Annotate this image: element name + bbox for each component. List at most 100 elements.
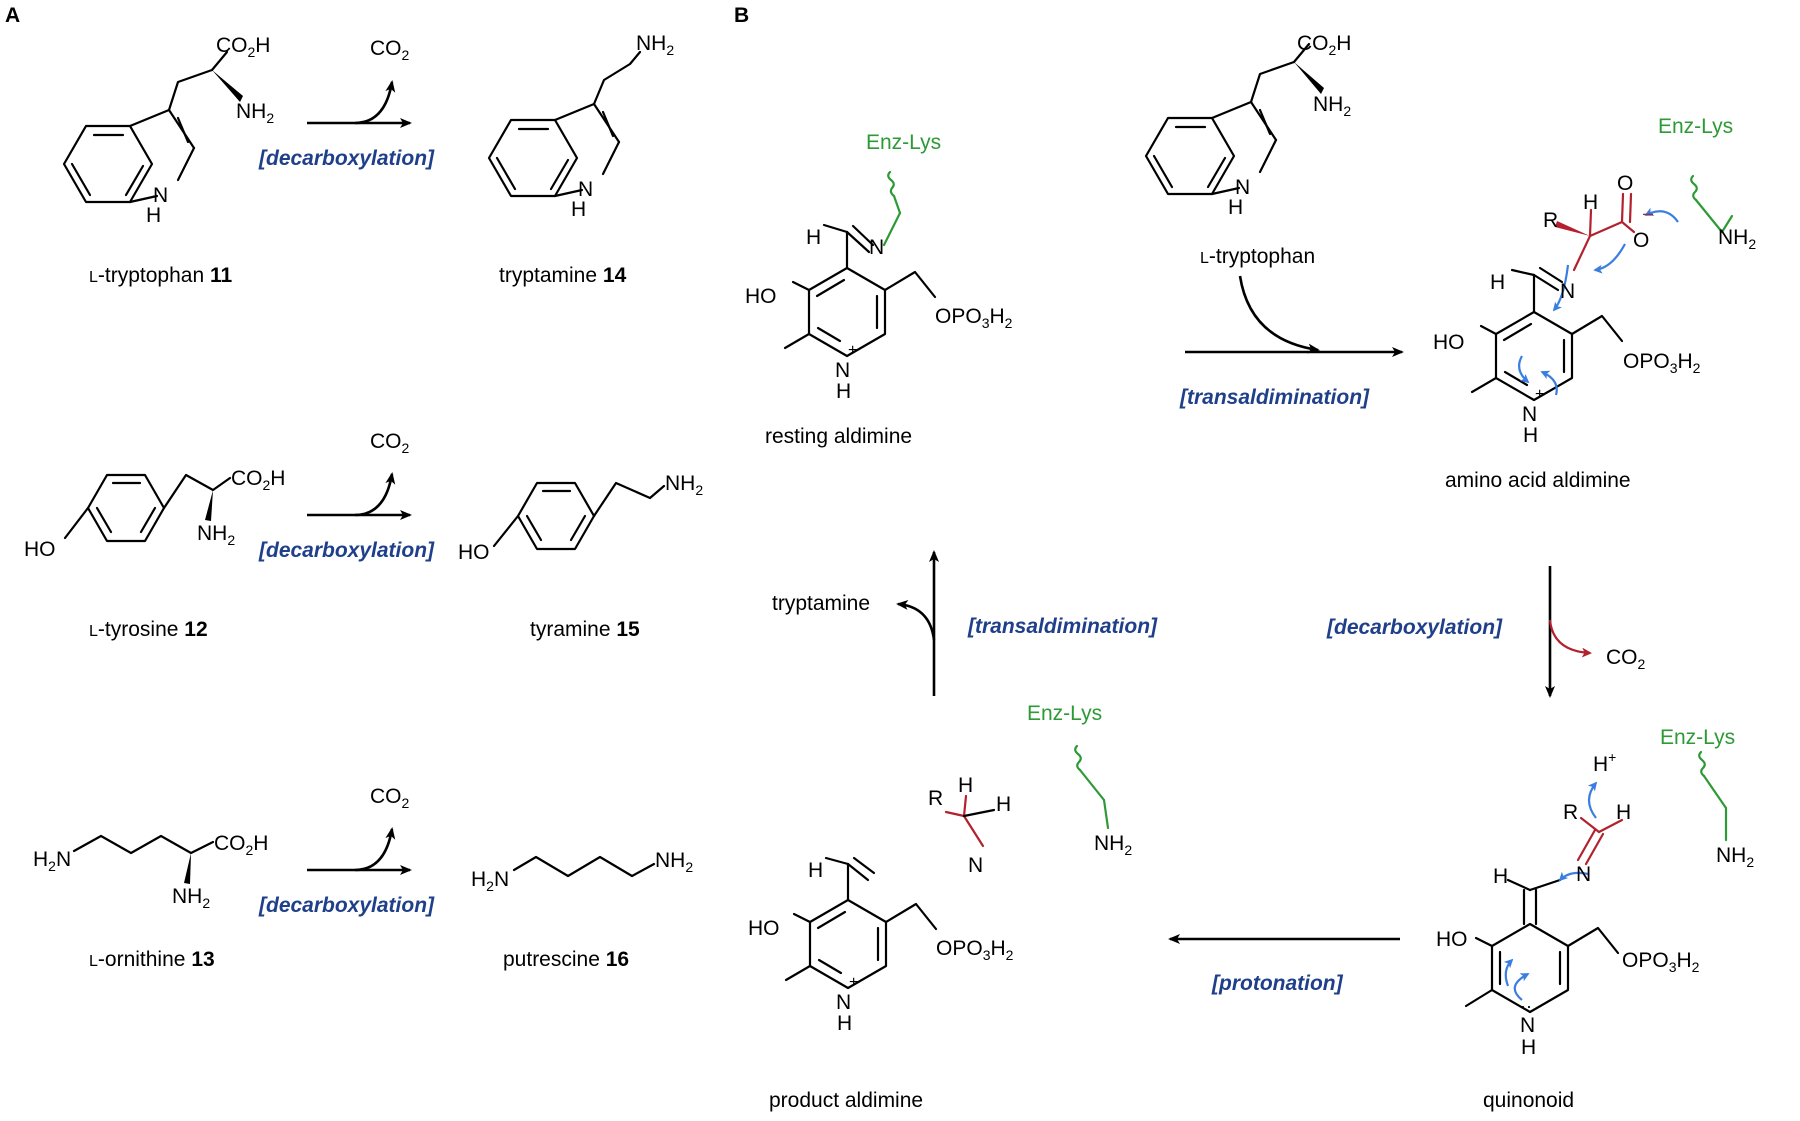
tryptophan-structure: N H CO2H NH2 [62,34,274,227]
svg-text:N: N [1235,176,1250,199]
svg-text:N: N [153,184,168,207]
svg-text:··: ·· [1520,996,1532,1016]
svg-text:H2N: H2N [33,848,71,874]
enzyme-label-product: Enz-Lys [1027,702,1102,725]
svg-text:H: H [1523,424,1538,447]
reaction-label-2: [decarboxylation] [258,539,435,562]
svg-text:H: H [1521,1036,1536,1059]
svg-text:NH2: NH2 [1716,844,1754,870]
tryptophan-entry-arrow [1238,275,1320,354]
svg-text:+: + [1535,386,1544,403]
svg-text:N: N [578,178,593,201]
co2-loss-arrow [1548,619,1592,658]
co2-label-1: CO2 [370,37,410,63]
step-protonation: [protonation] [1211,972,1344,995]
svg-text:N: N [836,991,851,1014]
svg-text:NH2: NH2 [1313,93,1351,119]
step-decarboxylation: [decarboxylation] [1326,616,1503,639]
svg-text:OPO3H2: OPO3H2 [936,937,1014,963]
panel-b-label: B [734,4,749,27]
co2-release-arrow-1 [354,80,396,125]
resting-aldimine-structure: H N HO OPO3H2 N H + Enz-Lys [745,131,1013,403]
step-transaldimination-top: [transaldimination] [1179,386,1370,409]
co2-label-2: CO2 [370,430,410,456]
product-aldimine-structure: H N R H H HO OPO3H2 N H + NH2 Enz-Lys [748,702,1132,1035]
h-plus-label: H+ [1593,749,1616,776]
reaction-label-3: [decarboxylation] [258,894,435,917]
svg-text:H2N: H2N [471,868,509,894]
svg-text:N: N [1520,1014,1535,1037]
svg-text:CO2H: CO2H [214,832,268,858]
svg-text:HO: HO [1433,331,1465,354]
enzyme-label-quinonoid: Enz-Lys [1660,726,1735,749]
svg-text:H: H [571,198,586,221]
svg-text:H: H [958,774,973,797]
svg-text:NH2: NH2 [655,849,693,875]
svg-text:N: N [1560,280,1575,303]
svg-text:R: R [1543,209,1558,232]
svg-text:H: H [808,859,823,882]
svg-text:R: R [928,787,943,810]
svg-text:O: O [1617,172,1633,195]
svg-text:N: N [968,854,983,877]
svg-text:HO: HO [1436,928,1468,951]
co2-release-arrow-2 [354,472,396,517]
reaction-label-1: [decarboxylation] [258,147,435,170]
tryptamine-release-arrow [896,599,936,641]
svg-text:H: H [837,1012,852,1035]
svg-text:N: N [835,359,850,382]
svg-text:CO2H: CO2H [231,467,285,493]
amino-acid-aldimine-structure: H N R H O O – HO OPO3H2 N H + NH2 Enz-Ly… [1433,115,1756,447]
enzyme-label-resting: Enz-Lys [866,131,941,154]
tyramine-structure: HO NH2 [458,472,703,564]
product-label-15: tyramine 15 [530,618,640,641]
svg-text:NH2: NH2 [172,885,210,911]
svg-text:HO: HO [458,541,490,564]
quinonoid-label: quinonoid [1483,1089,1574,1112]
svg-text:HO: HO [24,538,56,561]
substrate-label-12: L-tyrosine 12 [89,618,208,641]
co2-released-label: CO2 [1606,646,1646,672]
svg-text:H: H [1228,196,1243,219]
product-label-16: putrescine 16 [503,948,629,971]
svg-text:NH2: NH2 [665,472,703,498]
svg-text:H: H [1490,271,1505,294]
svg-text:CO2H: CO2H [1297,32,1351,58]
product-aldimine-label: product aldimine [769,1089,923,1112]
tyrosine-structure: HO CO2H NH2 [24,467,285,561]
svg-text:–: – [1643,203,1653,223]
svg-text:NH2: NH2 [1094,832,1132,858]
svg-text:+: + [848,342,857,359]
svg-text:H: H [146,204,161,227]
co2-release-arrow-3 [354,827,396,872]
svg-text:H: H [1583,191,1598,214]
putrescine-structure: H2N NH2 [471,849,693,894]
svg-text:N: N [1576,863,1591,886]
svg-text:CO2H: CO2H [216,34,270,60]
svg-text:NH2: NH2 [636,32,674,58]
svg-text:HO: HO [748,917,780,940]
svg-text:N: N [869,236,884,259]
svg-text:N: N [1522,403,1537,426]
svg-text:HO: HO [745,285,777,308]
tryptamine-structure: N H NH2 [487,32,674,221]
svg-text:+: + [849,974,858,991]
quinonoid-structure: H N R H H+ HO OPO3H2 N H ·· NH2 Enz-Lys [1436,726,1754,1059]
released-tryptamine-label: tryptamine [772,592,870,615]
svg-text:O: O [1633,229,1649,252]
svg-text:OPO3H2: OPO3H2 [1622,949,1700,975]
reagent-tryptophan-label: L-tryptophan [1200,245,1315,268]
svg-text:NH2: NH2 [236,100,274,126]
svg-text:NH2: NH2 [197,522,235,548]
panel-a-label: A [5,4,20,27]
svg-text:H: H [1616,801,1631,824]
svg-text:H: H [1493,865,1508,888]
co2-label-3: CO2 [370,785,410,811]
svg-text:OPO3H2: OPO3H2 [1623,350,1701,376]
ornithine-structure: H2N CO2H NH2 [33,832,268,911]
substrate-label-11: L-tryptophan 11 [89,264,233,287]
enzyme-label-amino-acid: Enz-Lys [1658,115,1733,138]
resting-aldimine-label: resting aldimine [765,425,912,448]
reagent-tryptophan-structure: N H CO2H NH2 [1144,32,1351,219]
